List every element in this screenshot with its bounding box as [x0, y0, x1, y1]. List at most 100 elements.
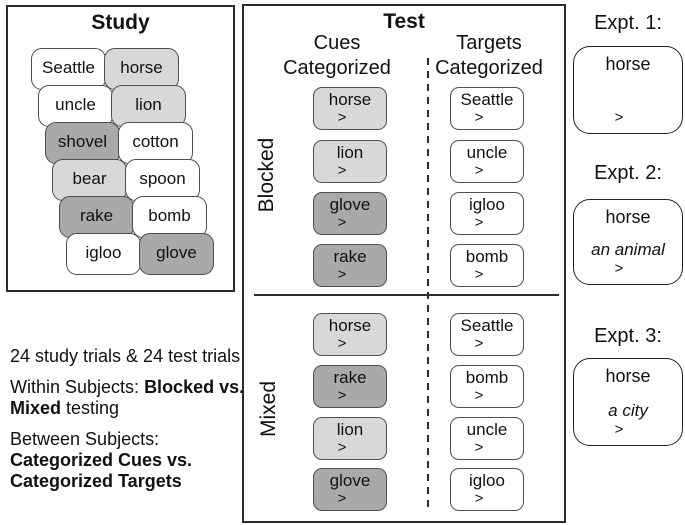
test-card-mixed-cue: glove> [313, 468, 387, 511]
study-card-label: lion [135, 95, 162, 114]
test-card-word: Seattle [460, 316, 514, 335]
recall-prompt: > [614, 109, 624, 126]
expt-2-category-hint: an animal [591, 240, 665, 259]
test-card-blocked-target: igloo> [450, 192, 524, 235]
test-card-mixed-target: bomb> [450, 365, 524, 408]
expt-3-category-hint: a city [608, 401, 648, 420]
cues-header-line1: Cues [313, 32, 361, 54]
design-notes: 24 study trials & 24 test trials Within … [10, 346, 250, 502]
test-card-word: bomb [465, 247, 509, 266]
targets-header-line1: Targets [456, 32, 522, 54]
test-card-blocked-cue: lion> [313, 140, 387, 183]
note-between-subjects: Between Subjects:Categorized Cues vs. Ca… [10, 429, 250, 492]
recall-prompt: > [474, 335, 484, 352]
study-card: bomb [132, 196, 207, 238]
study-card: rake [59, 196, 134, 238]
study-card-label: igloo [85, 243, 122, 262]
expt-1-cue-word: horse [605, 54, 651, 74]
expt-2-card: horse an animal > [573, 199, 683, 285]
test-card-mixed-target: Seattle> [450, 313, 524, 356]
test-card-word: glove [329, 195, 371, 214]
blocked-mixed-divider [254, 294, 559, 296]
study-card-label: cotton [132, 132, 179, 151]
within-subjects-prefix: Within Subjects: [10, 377, 145, 397]
study-card: spoon [125, 159, 200, 201]
test-card-word: rake [333, 368, 367, 387]
test-card-word: lion [336, 420, 364, 439]
note-within-subjects: Within Subjects: Blocked vs. Mixed testi… [10, 377, 250, 419]
test-panel: Test Cues Categorized Targets Categorize… [242, 4, 566, 523]
test-card-word: Seattle [460, 90, 514, 109]
within-subjects-suffix: testing [61, 398, 120, 418]
recall-prompt: > [337, 266, 347, 283]
expt-3-label: Expt. 3: [594, 325, 662, 347]
study-card-label: shovel [57, 132, 108, 151]
study-card: glove [139, 233, 214, 275]
recall-prompt: > [474, 490, 484, 507]
test-card-blocked-cue: horse> [313, 87, 387, 130]
recall-prompt: > [337, 109, 347, 126]
expt-2-cue-word: horse [605, 207, 651, 227]
study-card-label: rake [79, 206, 114, 225]
study-card: igloo [66, 233, 141, 275]
recall-prompt: > [614, 421, 624, 438]
between-subjects-conditions: Categorized Cues vs. Categorized Targets [10, 450, 193, 491]
test-card-mixed-target: uncle> [450, 417, 524, 460]
study-card: horse [104, 48, 179, 90]
test-card-word: horse [328, 316, 372, 335]
expt-2-label: Expt. 2: [594, 162, 662, 184]
recall-prompt: > [337, 335, 347, 352]
test-card-word: igloo [469, 471, 505, 490]
within-subjects-conditions: Blocked vs. Mixed [10, 377, 245, 418]
test-card-blocked-cue: rake> [313, 244, 387, 287]
study-card: Seattle [31, 48, 106, 90]
study-card-label: Seattle [42, 58, 95, 77]
expt-1-label: Expt. 1: [594, 12, 662, 34]
expt-3-card: horse a city > [573, 358, 683, 446]
test-card-mixed-cue: lion> [313, 417, 387, 460]
recall-prompt: > [474, 162, 484, 179]
recall-prompt: > [474, 387, 484, 404]
note-trial-counts: 24 study trials & 24 test trials [10, 346, 241, 366]
cues-header-line2: Categorized [283, 57, 391, 79]
recall-prompt: > [474, 109, 484, 126]
study-card: uncle [38, 85, 113, 127]
study-card-label: spoon [139, 169, 186, 188]
test-card-mixed-cue: horse> [313, 313, 387, 356]
expt-3-cue-word: horse [605, 366, 651, 386]
recall-prompt: > [474, 266, 484, 283]
cues-categorized-header: Cues Categorized [262, 31, 412, 81]
recall-prompt: > [337, 439, 347, 456]
study-card-label: bear [72, 169, 107, 188]
blocked-row-label: Blocked [255, 137, 278, 213]
dashed-column-divider [427, 58, 429, 510]
test-title: Test [383, 10, 425, 33]
study-card: cotton [118, 122, 193, 164]
test-card-blocked-cue: glove> [313, 192, 387, 235]
study-card: shovel [45, 122, 120, 164]
recall-prompt: > [474, 214, 484, 231]
study-card-label: bomb [148, 206, 191, 225]
study-card-label: glove [156, 243, 197, 262]
study-card-label: horse [120, 58, 163, 77]
recall-prompt: > [337, 490, 347, 507]
recall-prompt: > [614, 260, 624, 277]
test-card-blocked-target: Seattle> [450, 87, 524, 130]
expt-1-card: horse > [573, 46, 683, 134]
test-card-word: rake [333, 247, 367, 266]
test-card-word: lion [336, 143, 364, 162]
recall-prompt: > [337, 214, 347, 231]
recall-prompt: > [474, 439, 484, 456]
mixed-row-label: Mixed [257, 380, 280, 438]
test-card-word: uncle [466, 143, 508, 162]
test-card-mixed-target: igloo> [450, 468, 524, 511]
between-subjects-prefix: Between Subjects: [10, 429, 160, 449]
test-card-word: glove [329, 471, 371, 490]
study-title: Study [91, 11, 150, 34]
study-panel: Study Seattle horse uncle lion shovel co… [6, 5, 235, 292]
test-card-mixed-cue: rake> [313, 365, 387, 408]
recall-prompt: > [337, 162, 347, 179]
test-card-blocked-target: bomb> [450, 244, 524, 287]
study-card-label: uncle [55, 95, 96, 114]
